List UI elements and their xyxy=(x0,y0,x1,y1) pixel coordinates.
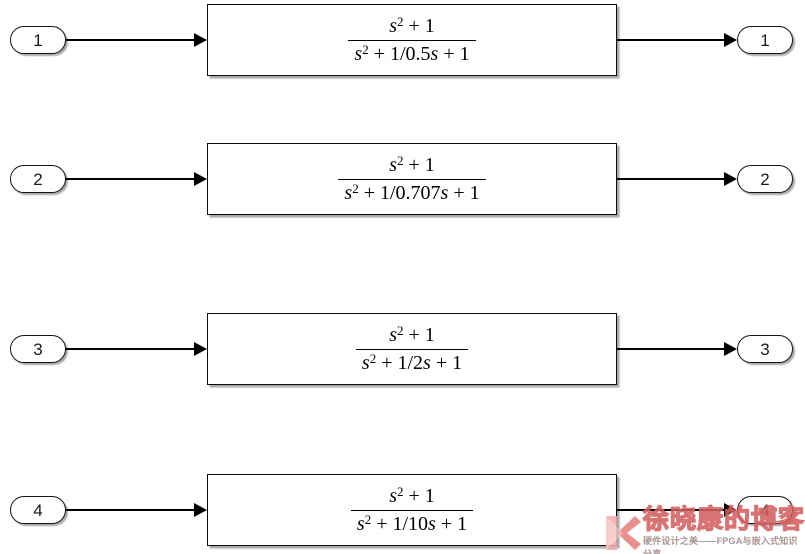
num-s: s xyxy=(389,323,397,346)
signal-wire-out-3[interactable] xyxy=(617,342,737,356)
watermark-text: 徐晓康的博客 硬件设计之美——FPGA与嵌入式知识分享 xyxy=(642,504,805,554)
outport-2-label: 2 xyxy=(760,169,770,189)
tf-numerator: s2 + 1 xyxy=(385,324,439,349)
tf-numerator: s2 + 1 xyxy=(385,15,439,40)
signal-wire-in-3[interactable] xyxy=(66,342,207,356)
den-rest: + 1 xyxy=(435,512,468,535)
num-rest: + 1 xyxy=(403,153,435,176)
signal-wire-in-2[interactable] xyxy=(66,172,207,186)
arrowhead-icon xyxy=(724,33,737,47)
num-rest: + 1 xyxy=(403,323,435,346)
transfer-function-formula-1: s2 + 1 s2 + 1/0.5s + 1 xyxy=(348,15,476,66)
watermark-subtitle: 硬件设计之美——FPGA与嵌入式知识分享 xyxy=(643,536,798,554)
den-exponent: 2 xyxy=(362,41,369,57)
tf-numerator: s2 + 1 xyxy=(385,485,439,510)
den-coef: 10 xyxy=(408,512,429,535)
inport-1-label: 1 xyxy=(33,30,43,50)
inport-3[interactable]: 3 xyxy=(10,335,66,363)
den-s2: s xyxy=(423,351,431,374)
wire-line xyxy=(617,348,726,350)
den-s: s xyxy=(356,512,365,535)
num-rest: + 1 xyxy=(403,14,435,37)
signal-wire-in-1[interactable] xyxy=(66,33,207,47)
den-coef: 2 xyxy=(413,351,424,374)
arrowhead-icon xyxy=(724,342,737,356)
arrowhead-icon xyxy=(194,342,207,356)
wire-line xyxy=(617,509,726,511)
watermark: 徐晓康的博客 硬件设计之美——FPGA与嵌入式知识分享 xyxy=(605,504,805,554)
inport-1[interactable]: 1 xyxy=(10,26,66,54)
transfer-fcn-block-4[interactable]: s2 + 1 s2 + 1/10s + 1 xyxy=(207,474,617,546)
arrowhead-icon xyxy=(194,33,207,47)
signal-wire-out-2[interactable] xyxy=(617,172,737,186)
den-s: s xyxy=(344,181,353,204)
wire-line xyxy=(617,178,726,180)
den-s2: s xyxy=(428,512,436,535)
num-rest: + 1 xyxy=(403,484,435,507)
outport-2[interactable]: 2 xyxy=(737,165,793,193)
transfer-function-formula-4: s2 + 1 s2 + 1/10s + 1 xyxy=(350,485,474,536)
den-rest: + 1 xyxy=(438,42,470,65)
transfer-fcn-block-3[interactable]: s2 + 1 s2 + 1/2s + 1 xyxy=(207,313,617,385)
outport-3-label: 3 xyxy=(760,339,770,359)
signal-wire-out-4[interactable] xyxy=(617,503,737,517)
tf-denominator: s2 + 1/2s + 1 xyxy=(355,348,469,375)
wire-line xyxy=(66,178,196,180)
den-exponent: 2 xyxy=(364,511,372,527)
num-exponent: 2 xyxy=(397,13,404,29)
num-s: s xyxy=(389,153,397,176)
inport-3-label: 3 xyxy=(33,339,43,359)
inport-4[interactable]: 4 xyxy=(10,496,66,524)
arrowhead-icon xyxy=(724,503,737,517)
transfer-fcn-block-2[interactable]: s2 + 1 s2 + 1/0.707s + 1 xyxy=(207,143,617,215)
num-s: s xyxy=(389,484,397,507)
arrowhead-icon xyxy=(724,172,737,186)
inport-4-label: 4 xyxy=(33,500,43,520)
wire-line xyxy=(66,39,196,41)
den-s: s xyxy=(361,351,370,374)
transfer-function-formula-2: s2 + 1 s2 + 1/0.707s + 1 xyxy=(338,154,486,205)
outport-4[interactable]: 4 xyxy=(737,496,793,524)
outport-1-label: 1 xyxy=(760,30,770,50)
num-exponent: 2 xyxy=(397,152,404,168)
den-s2: s xyxy=(440,181,449,204)
outport-4-label: 4 xyxy=(760,500,770,520)
den-mid: + 1/ xyxy=(368,42,406,65)
blog-logo-k-icon xyxy=(606,516,641,550)
den-coef: 0.707 xyxy=(395,181,441,204)
inport-2[interactable]: 2 xyxy=(10,165,66,193)
num-s: s xyxy=(389,14,397,37)
den-mid: + 1/ xyxy=(376,351,414,374)
den-mid: + 1/ xyxy=(358,181,396,204)
den-coef: 0.5 xyxy=(405,42,431,65)
den-exponent: 2 xyxy=(369,350,377,366)
outport-1[interactable]: 1 xyxy=(737,26,793,54)
wire-line xyxy=(66,348,196,350)
den-mid: + 1/ xyxy=(371,512,409,535)
den-rest: + 1 xyxy=(430,351,463,374)
outport-3[interactable]: 3 xyxy=(737,335,793,363)
den-s: s xyxy=(354,42,363,65)
den-rest: + 1 xyxy=(448,181,480,204)
signal-wire-in-4[interactable] xyxy=(66,503,207,517)
tf-denominator: s2 + 1/0.707s + 1 xyxy=(338,178,486,205)
signal-wire-out-1[interactable] xyxy=(617,33,737,47)
tf-denominator: s2 + 1/0.5s + 1 xyxy=(348,39,476,66)
num-exponent: 2 xyxy=(397,483,404,499)
watermark-title: 徐晓康的博客 xyxy=(642,504,805,534)
transfer-function-formula-3: s2 + 1 s2 + 1/2s + 1 xyxy=(355,324,469,375)
wire-line xyxy=(617,39,726,41)
arrowhead-icon xyxy=(194,503,207,517)
arrowhead-icon xyxy=(194,172,207,186)
num-exponent: 2 xyxy=(397,322,404,338)
wire-line xyxy=(66,509,196,511)
tf-numerator: s2 + 1 xyxy=(385,154,439,179)
den-s2: s xyxy=(430,42,439,65)
tf-denominator: s2 + 1/10s + 1 xyxy=(350,509,474,536)
inport-2-label: 2 xyxy=(33,169,43,189)
den-exponent: 2 xyxy=(352,180,359,196)
transfer-fcn-block-1[interactable]: s2 + 1 s2 + 1/0.5s + 1 xyxy=(207,4,617,76)
